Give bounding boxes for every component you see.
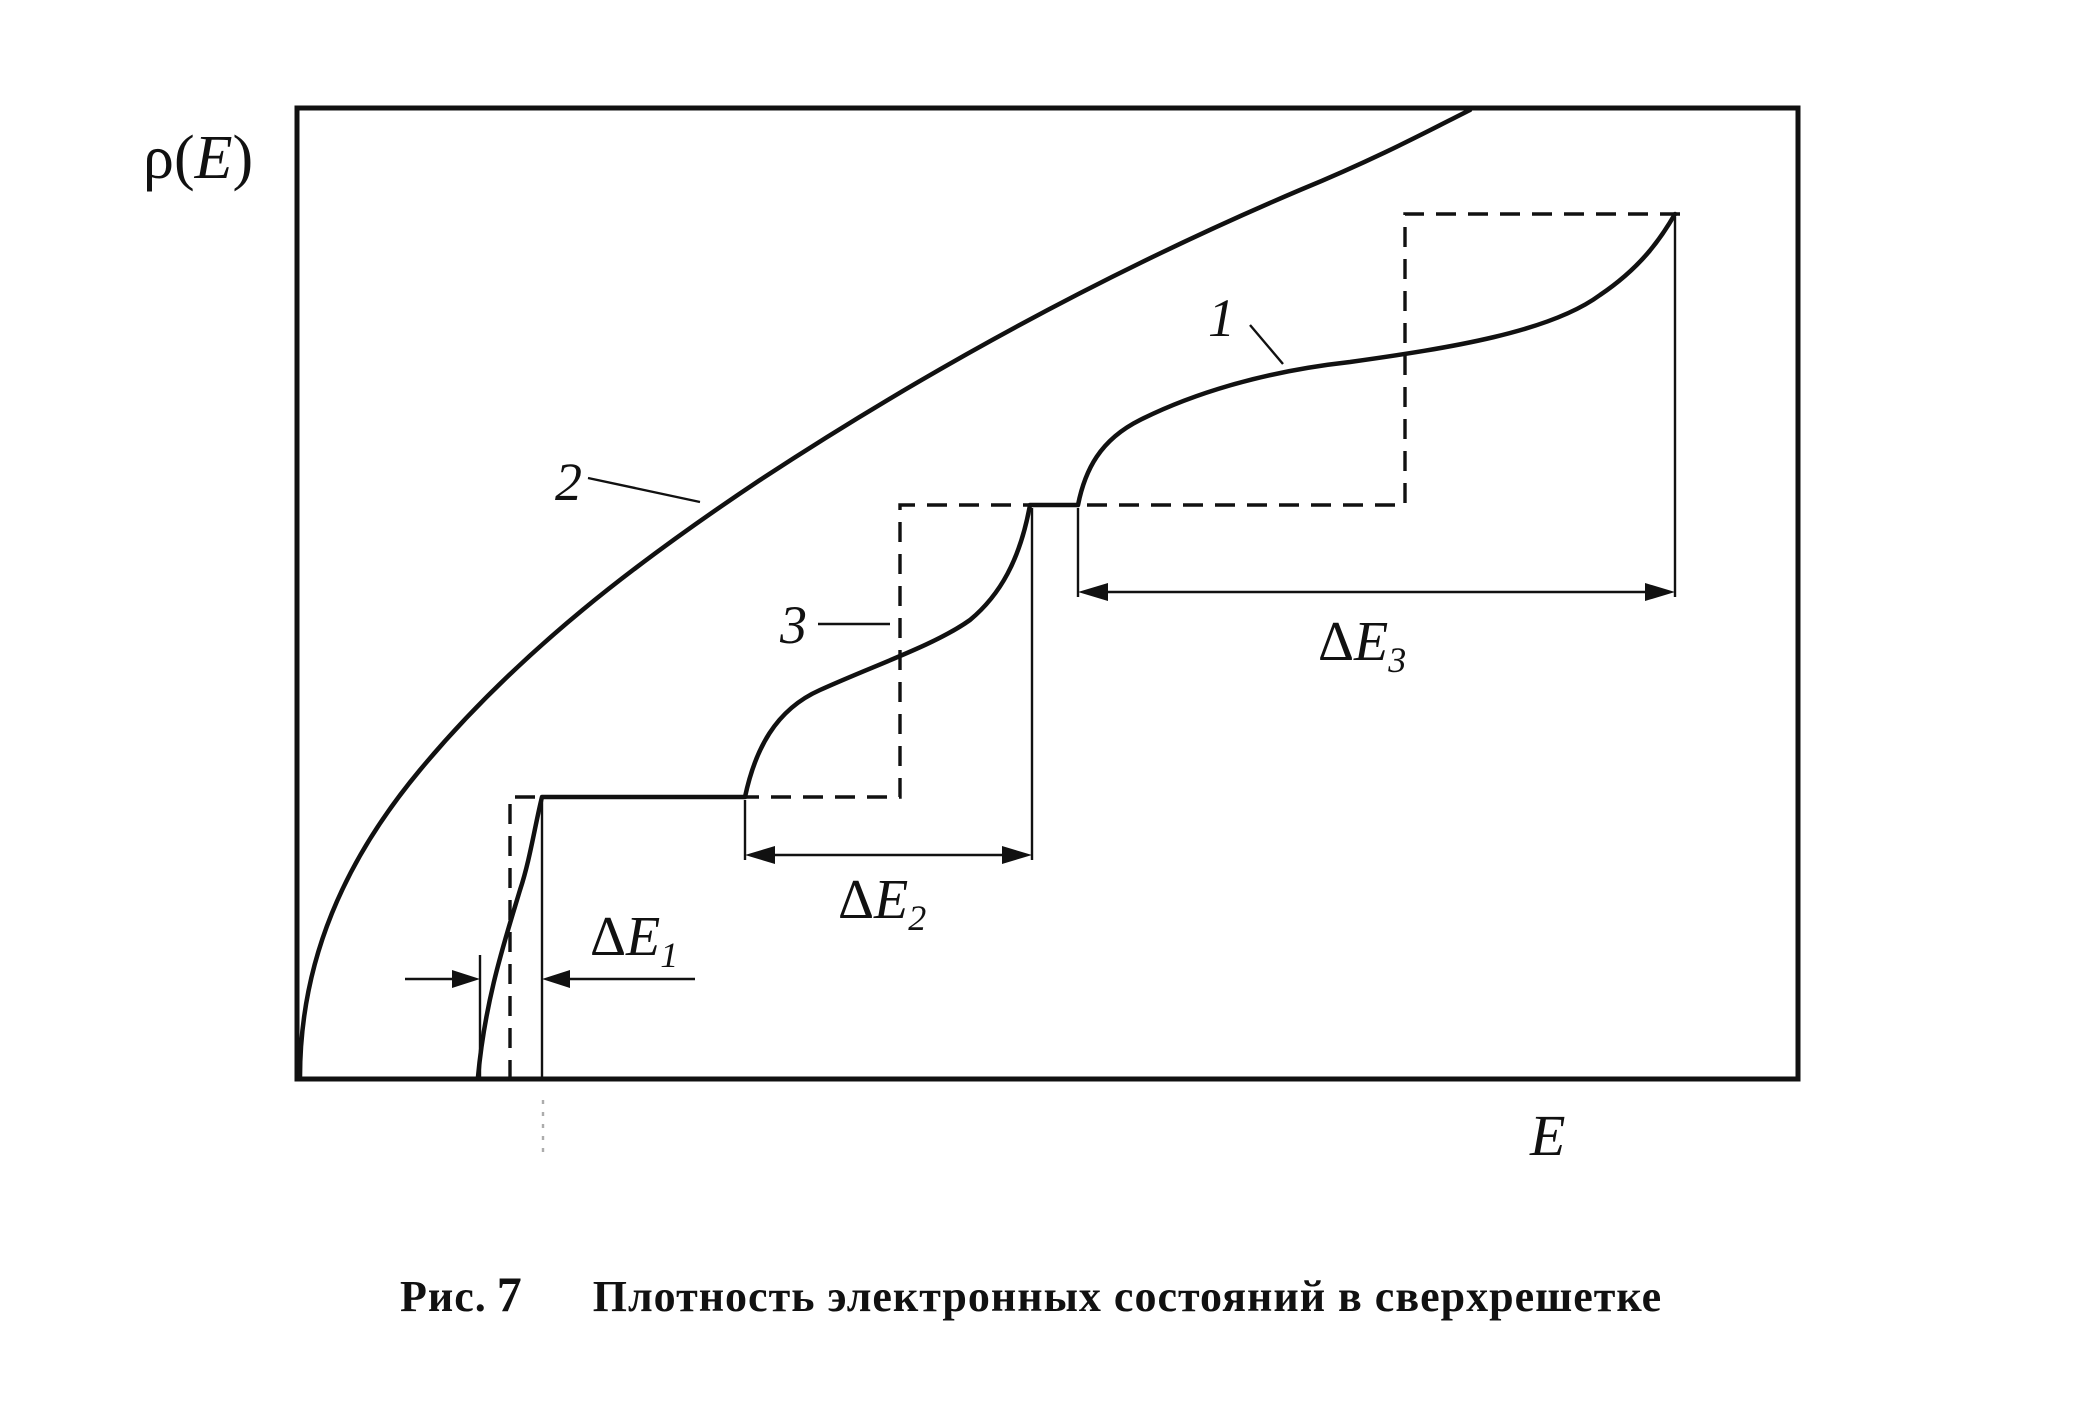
dE3-label: ΔE3 xyxy=(1318,611,1406,680)
dE1-label: ΔE1 xyxy=(590,906,678,975)
curve-3-ideal-step-dos xyxy=(508,212,1680,1080)
dE3-left-arrowhead xyxy=(1078,583,1108,601)
caption-fig-label: Рис. xyxy=(400,1272,487,1321)
y-axis-label-prefix: ρ( xyxy=(143,124,195,192)
caption-text: Плотность электронных состояний в сверхр… xyxy=(592,1272,1663,1321)
plot-frame xyxy=(294,105,1801,1082)
curve-1-label: 1 xyxy=(1208,288,1235,348)
y-axis-label-suffix: ) xyxy=(232,124,253,192)
dE2-subscript: 2 xyxy=(908,898,926,938)
dE2-label: ΔE2 xyxy=(838,869,926,938)
dE3-var: E xyxy=(1353,611,1388,673)
dE3-subscript: 3 xyxy=(1387,640,1406,680)
dE2-delta: Δ xyxy=(838,869,874,931)
y-axis-label-var: E xyxy=(194,124,233,192)
dE2-right-arrowhead xyxy=(1002,846,1032,864)
dE1-subscript: 1 xyxy=(660,935,678,975)
curve-2-leader-line xyxy=(587,476,701,504)
x-axis-label: E xyxy=(1529,1103,1565,1168)
dE1-var: E xyxy=(625,906,660,968)
caption-fig-number: 7 xyxy=(496,1266,523,1322)
dE1-right-arrowhead xyxy=(542,970,570,988)
curve-2-label: 2 xyxy=(555,452,582,512)
dE1-left-arrowhead xyxy=(452,970,480,988)
dE2-left-arrowhead xyxy=(745,846,775,864)
curve-3-label: 3 xyxy=(779,595,807,655)
figure-caption: Рис.7 Плотность электронных состояний в с… xyxy=(400,1265,2100,1323)
curve-1-superlattice-dos xyxy=(475,211,1678,1080)
dE1-delta: Δ xyxy=(590,906,626,968)
dE3-delta: Δ xyxy=(1318,611,1354,673)
dE3-right-arrowhead xyxy=(1645,583,1675,601)
y-axis-label: ρ(E) xyxy=(143,124,253,192)
curve-2-bulk-dos xyxy=(297,107,1473,1080)
curve-1-leader-line xyxy=(1249,324,1284,365)
dE2-var: E xyxy=(873,869,908,931)
